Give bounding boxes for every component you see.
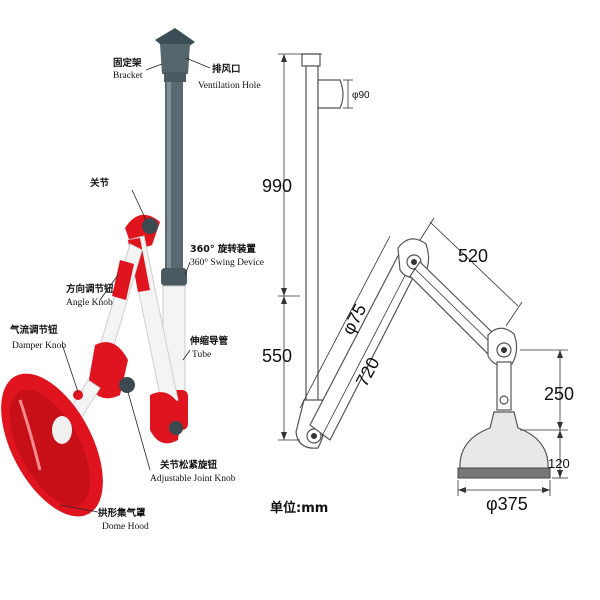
product-photo: 固定架 Bracket 排风口 Ventilation Hole 关节 360°… <box>1 28 264 532</box>
dim-upper-arm: 520 <box>458 246 488 266</box>
dim-hood-base: 120 <box>548 456 570 471</box>
dim-hood-dia: φ375 <box>486 494 528 514</box>
dim-hood-height: 250 <box>544 384 574 404</box>
drawing-mast <box>300 53 353 407</box>
label-tube: 伸缩导管 Tube <box>182 335 229 361</box>
drawing-hood-joint <box>487 327 518 411</box>
svg-text:关节: 关节 <box>90 177 110 189</box>
unit-label: 单位:mm <box>270 500 328 516</box>
svg-text:方向调节钮: 方向调节钮 <box>66 283 114 295</box>
svg-text:360° 旋转装置: 360° 旋转装置 <box>190 243 256 255</box>
label-damper-knob: 气流调节钮 Damper Knob <box>9 324 79 393</box>
label-angle-knob: 方向调节钮 Angle Knob <box>66 274 119 308</box>
svg-text:排风口: 排风口 <box>212 63 241 75</box>
svg-text:Adjustable Joint Knob: Adjustable Joint Knob <box>150 474 236 484</box>
dim-pipe-dia: φ90 <box>352 90 370 101</box>
svg-text:关节松紧旋钮: 关节松紧旋钮 <box>160 459 218 471</box>
svg-text:Angle Knob: Angle Knob <box>66 298 113 308</box>
label-dome-hood: 拱形集气罩 Dome Hood <box>59 504 149 532</box>
technical-drawing: φ90 990 550 520 φ75 720 250 120 φ375 单位:… <box>262 53 574 516</box>
label-swing-device: 360° 旋转装置 360° Swing Device <box>184 243 264 276</box>
dim-upper-height: 990 <box>262 176 292 196</box>
label-joint: 关节 <box>90 177 147 221</box>
dim-lower-height: 550 <box>262 346 292 366</box>
drawing-lower-arm <box>309 251 421 441</box>
bracket-part <box>155 28 195 82</box>
svg-text:固定架: 固定架 <box>113 57 142 69</box>
svg-text:360° Swing Device: 360° Swing Device <box>190 257 264 268</box>
svg-text:Damper Knob: Damper Knob <box>12 341 66 351</box>
dome-hood-part <box>1 373 103 517</box>
drawing-dome-hood <box>457 411 551 479</box>
svg-text:伸缩导管: 伸缩导管 <box>189 335 229 347</box>
svg-text:拱形集气罩: 拱形集气罩 <box>98 507 146 519</box>
dimension-lines <box>278 53 568 496</box>
label-ventilation-hole: 排风口 Ventilation Hole <box>185 57 261 91</box>
arm-assembly <box>67 214 183 444</box>
svg-text:Bracket: Bracket <box>113 71 143 81</box>
svg-text:Ventilation Hole: Ventilation Hole <box>198 81 261 91</box>
svg-text:Tube: Tube <box>192 350 211 360</box>
svg-text:气流调节钮: 气流调节钮 <box>9 324 58 336</box>
label-adjustable-joint-knob: 关节松紧旋钮 Adjustable Joint Knob <box>127 391 236 484</box>
label-bracket: 固定架 Bracket <box>113 57 163 81</box>
svg-text:Dome Hood: Dome Hood <box>102 522 149 532</box>
